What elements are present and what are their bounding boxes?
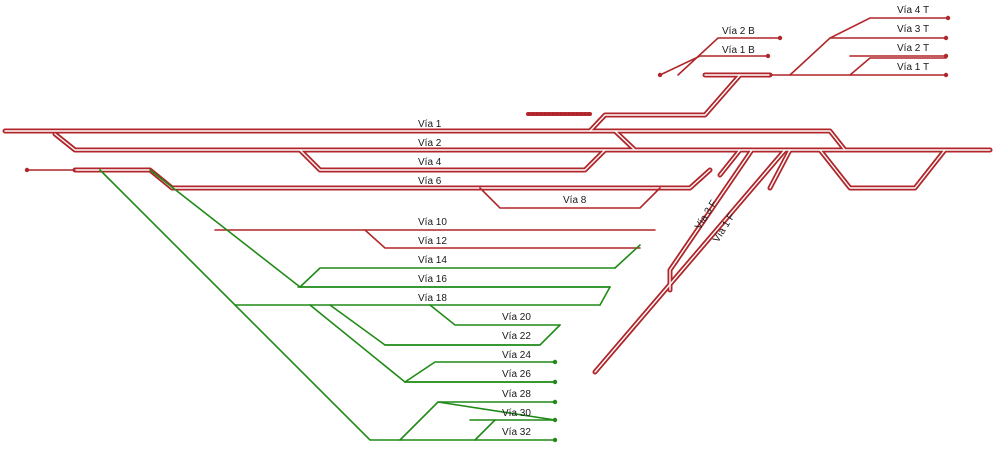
label-via-3t: Vía 3 T xyxy=(897,24,929,35)
label-via-12: Vía 12 xyxy=(418,236,447,247)
single-red-tracks xyxy=(26,17,949,249)
track-via-1b xyxy=(659,55,769,76)
label-via-16: Vía 16 xyxy=(418,274,447,285)
track-via-2b xyxy=(677,37,781,76)
right-loop xyxy=(817,147,948,191)
upper-branch xyxy=(587,72,743,134)
track-via-20 xyxy=(429,304,561,326)
track-via-1t xyxy=(849,57,947,76)
label-via-20: Vía 20 xyxy=(502,312,531,323)
track-via-4 xyxy=(297,147,608,173)
label-via-32: Vía 32 xyxy=(502,427,531,438)
track-via-2 xyxy=(52,131,993,153)
label-via-3f: Vía 3 F xyxy=(693,198,719,231)
track-via-4t xyxy=(789,17,949,76)
green-connector-2 xyxy=(599,286,611,306)
label-via-2b: Vía 2 B xyxy=(722,26,755,37)
track-via-14 xyxy=(299,267,616,288)
track-via-32 xyxy=(474,419,496,441)
label-via-30: Vía 30 xyxy=(502,408,531,419)
label-via-18: Vía 18 xyxy=(418,293,447,304)
label-via-2t: Vía 2 T xyxy=(897,43,929,54)
label-via-6: Vía 6 xyxy=(418,176,442,187)
red-buffer-stops xyxy=(24,15,951,173)
label-via-1t: Vía 1 T xyxy=(897,62,929,73)
label-via-1b: Vía 1 B xyxy=(722,45,755,56)
yard-tracks xyxy=(99,169,641,441)
label-via-14: Vía 14 xyxy=(418,255,447,266)
label-via-4t: Vía 4 T xyxy=(897,5,929,16)
main-tracks xyxy=(2,72,993,375)
label-via-10: Vía 10 xyxy=(418,217,447,228)
track-via-30 xyxy=(437,401,556,421)
track-via-12 xyxy=(364,229,641,249)
label-via-22: Vía 22 xyxy=(502,331,531,342)
label-via-8: Vía 8 xyxy=(563,195,587,206)
label-via-28: Vía 28 xyxy=(502,389,531,400)
label-via-1: Vía 1 xyxy=(418,119,442,130)
track-labels: Vía 4 T Vía 3 T Vía 2 T Vía 1 T Vía 2 B … xyxy=(418,5,929,438)
green-buffer-stops xyxy=(552,359,558,443)
track-via-24 xyxy=(404,361,556,383)
label-via-2: Vía 2 xyxy=(418,138,442,149)
yard-diagonal-outer xyxy=(99,169,556,441)
label-via-24: Vía 24 xyxy=(502,350,531,361)
green-connector-1 xyxy=(614,244,641,269)
main-track-inner xyxy=(4,74,991,373)
label-via-26: Vía 26 xyxy=(502,369,531,380)
label-via-4: Vía 4 xyxy=(418,157,442,168)
track-via-8 xyxy=(479,187,661,209)
